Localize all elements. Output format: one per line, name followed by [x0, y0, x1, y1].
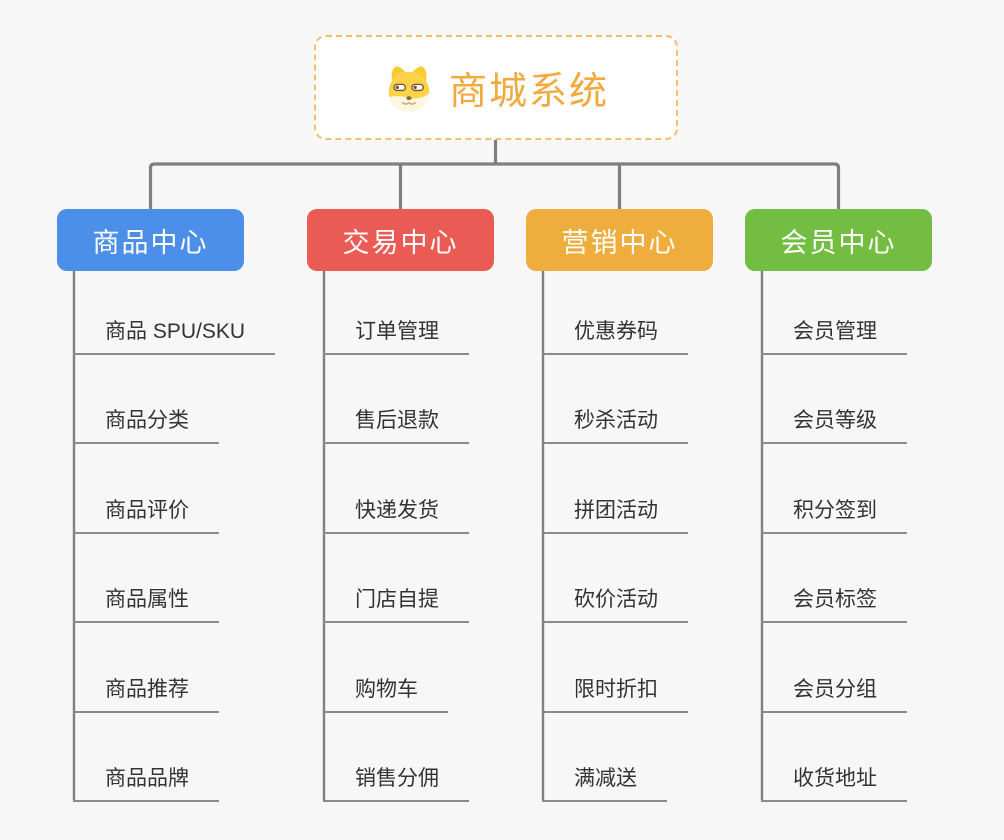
topic-item[interactable]: 满减送	[542, 760, 667, 802]
branch-node[interactable]: 商品中心	[57, 209, 244, 271]
branch-label: 商品中心	[92, 227, 209, 258]
branch-node[interactable]: 会员中心	[745, 209, 932, 271]
topic-item[interactable]: 收货地址	[761, 760, 907, 802]
topic-item[interactable]: 会员管理	[761, 313, 907, 355]
topic-item[interactable]: 拼团活动	[542, 492, 688, 534]
topic-item[interactable]: 商品品牌	[73, 760, 219, 802]
topic-item[interactable]: 优惠券码	[542, 313, 688, 355]
doge-face-icon	[388, 65, 430, 112]
branch-label: 营销中心	[561, 227, 678, 258]
root-node[interactable]: 商城系统	[314, 35, 678, 140]
topic-item[interactable]: 限时折扣	[542, 671, 688, 713]
root-title: 商城系统	[448, 71, 609, 113]
topic-item[interactable]: 购物车	[323, 671, 448, 713]
topic-item[interactable]: 商品分类	[73, 402, 219, 445]
topic-item[interactable]: 门店自提	[323, 581, 469, 624]
topic-item[interactable]: 销售分佣	[323, 760, 469, 802]
branch-label: 会员中心	[780, 227, 897, 258]
branch-node[interactable]: 营销中心	[526, 209, 713, 271]
topic-item[interactable]: 砍价活动	[542, 581, 688, 624]
branch-node[interactable]: 交易中心	[307, 209, 494, 271]
topic-item[interactable]: 会员等级	[761, 402, 907, 445]
topic-item[interactable]: 商品属性	[73, 581, 219, 624]
topic-item[interactable]: 订单管理	[323, 313, 469, 355]
topic-item[interactable]: 商品推荐	[73, 671, 219, 713]
topic-item[interactable]: 积分签到	[761, 492, 907, 534]
branch-label: 交易中心	[342, 227, 459, 258]
topic-item[interactable]: 会员分组	[761, 671, 907, 713]
topic-item[interactable]: 秒杀活动	[542, 402, 688, 445]
topic-item[interactable]: 会员标签	[761, 581, 907, 624]
topic-item[interactable]: 商品 SPU/SKU	[73, 313, 276, 355]
topic-item[interactable]: 售后退款	[323, 402, 469, 445]
topic-item[interactable]: 商品评价	[73, 492, 219, 534]
topic-item[interactable]: 快递发货	[323, 492, 469, 534]
